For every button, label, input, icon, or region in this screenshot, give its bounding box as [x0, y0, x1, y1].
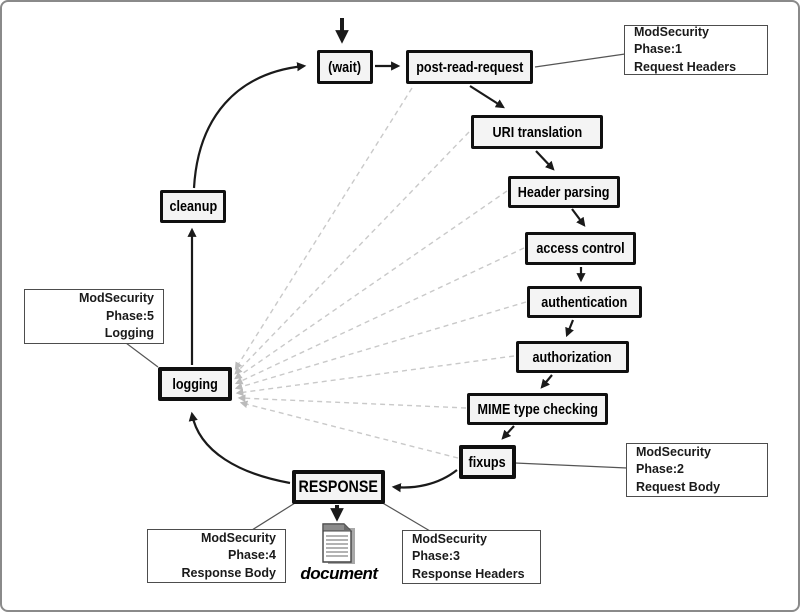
flow-arrows — [187, 18, 586, 522]
node-cleanup-label: cleanup — [169, 198, 217, 215]
callout-phase-3-line1: ModSecurity Phase:3 — [412, 531, 488, 564]
callout-connectors — [125, 53, 628, 532]
callout-phase-2-line1: ModSecurity Phase:2 — [636, 444, 712, 477]
node-uri-translation-label: URI translation — [492, 123, 582, 141]
callout-phase-2-line2: Request Body — [636, 479, 721, 494]
node-access-control-label: access control — [536, 240, 625, 257]
node-wait: (wait) — [317, 50, 373, 84]
node-authorization: authorization — [516, 341, 629, 373]
callout-phase-3-line2: Response Headers — [412, 566, 525, 581]
callout-phase-4-line1: ModSecurity Phase:4 — [200, 530, 276, 563]
node-response-label: RESPONSE — [298, 477, 379, 496]
node-fixups-label: fixups — [468, 453, 507, 471]
callout-phase-1-line2: Request Headers — [634, 59, 737, 74]
node-mime-type-checking-label: MIME type checking — [477, 400, 598, 418]
node-access-control: access control — [525, 232, 636, 265]
node-logging-label: logging — [172, 375, 218, 393]
node-post-read-request-label: post-read-request — [415, 58, 524, 76]
callout-phase-4-line2: Response Body — [181, 565, 276, 580]
node-fixups: fixups — [459, 445, 516, 479]
node-header-parsing-label: Header parsing — [518, 183, 610, 201]
callout-phase-1-line1: ModSecurity Phase:1 — [634, 24, 710, 57]
node-logging: logging — [158, 367, 232, 401]
document-icon — [322, 523, 355, 564]
callout-phase-5-line2: Logging — [104, 326, 154, 341]
node-authentication-label: authentication — [541, 293, 628, 311]
callout-phase-2: ModSecurity Phase:2 Request Body — [626, 443, 768, 497]
callout-phase-5: ModSecurity Phase:5 Logging — [24, 289, 164, 344]
node-header-parsing: Header parsing — [508, 176, 620, 208]
node-authorization-label: authorization — [532, 348, 613, 366]
node-mime-type-checking: MIME type checking — [467, 393, 608, 425]
dashed-logging-arrows — [234, 87, 527, 459]
callout-phase-4: ModSecurity Phase:4 Response Body — [147, 529, 286, 583]
callout-phase-1: ModSecurity Phase:1 Request Headers — [624, 25, 768, 75]
node-post-read-request: post-read-request — [406, 50, 533, 84]
node-authentication: authentication — [527, 286, 642, 318]
node-wait-label: (wait) — [328, 58, 362, 76]
node-cleanup: cleanup — [160, 190, 226, 223]
document-label: document — [300, 564, 378, 583]
node-response: RESPONSE — [292, 470, 385, 504]
node-uri-translation: URI translation — [471, 115, 603, 149]
callout-phase-3: ModSecurity Phase:3 Response Headers — [402, 530, 541, 584]
callout-phase-5-line1: ModSecurity Phase:5 — [78, 291, 154, 323]
